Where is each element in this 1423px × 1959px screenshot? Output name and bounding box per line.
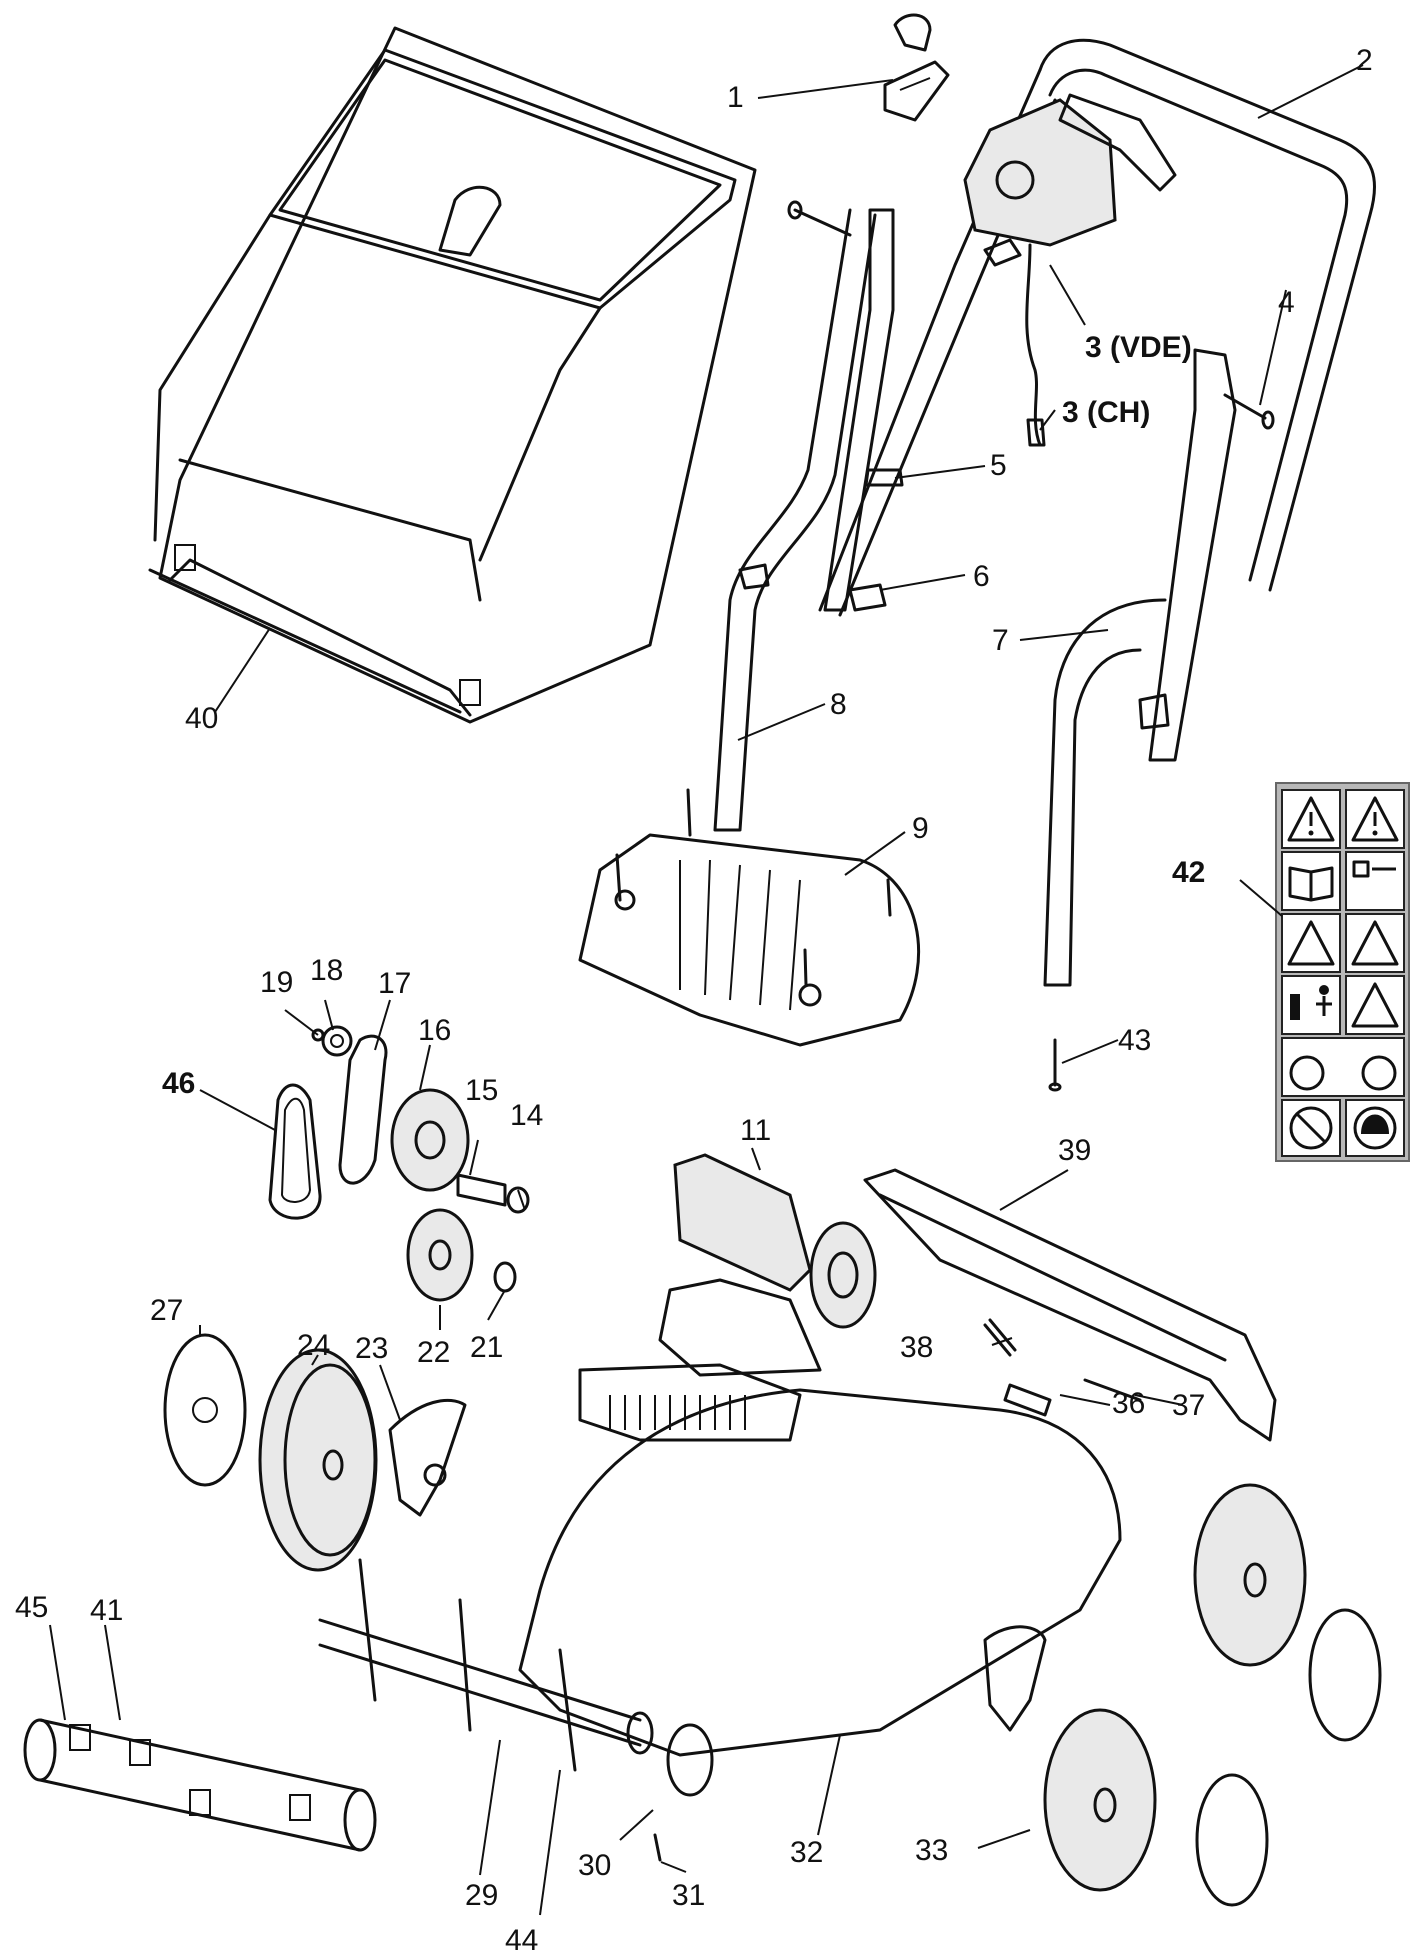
callout-31: 31 xyxy=(672,1879,705,1912)
wear-hearing-protection-icon xyxy=(1345,1099,1405,1157)
callout-40: 40 xyxy=(185,702,218,735)
part-27-hub-cap-right-front xyxy=(1195,1773,1269,1907)
part-32-housing xyxy=(518,1278,1122,1757)
part-18-19-pulley xyxy=(311,1025,353,1057)
part-37-pin xyxy=(1083,1378,1142,1402)
part-42-warning-label xyxy=(1275,782,1410,1162)
callout-8: 8 xyxy=(830,688,847,721)
callout-24: 24 xyxy=(297,1329,330,1362)
part-40-grass-catcher xyxy=(148,26,757,724)
callout-16: 16 xyxy=(418,1014,451,1047)
part-15-14-shaft xyxy=(456,1173,530,1214)
callout-3-ch: 3 (CH) xyxy=(1062,396,1150,429)
callout-39: 39 xyxy=(1058,1134,1091,1167)
part-24-wheel xyxy=(258,1348,378,1572)
part-11-motor xyxy=(673,1153,877,1329)
part-36-axle xyxy=(1003,1383,1052,1417)
callout-11: 11 xyxy=(740,1114,771,1147)
callout-14: 14 xyxy=(510,1099,543,1132)
part-43-screw xyxy=(1048,1038,1062,1092)
callout-1: 1 xyxy=(727,81,744,114)
callout-42: 42 xyxy=(1172,856,1205,889)
callout-36: 36 xyxy=(1112,1387,1145,1420)
part-16-gear xyxy=(390,1088,470,1192)
callout-15: 15 xyxy=(465,1074,498,1107)
cable-cut-hazard-icon xyxy=(1345,913,1405,973)
part-1-cable-hook xyxy=(883,13,950,122)
part-23-height-adjuster xyxy=(388,1398,467,1517)
warning-triangle-icon xyxy=(1345,789,1405,849)
part-27-hub-cap xyxy=(163,1333,247,1487)
part-38-spring xyxy=(983,1318,1017,1357)
part-2-upper-handle xyxy=(818,38,1377,617)
no-barefoot-icon xyxy=(1281,1099,1341,1157)
part-3-power-cable xyxy=(1025,243,1046,447)
callout-45: 45 xyxy=(15,1591,48,1624)
part-22-21-gear xyxy=(406,1208,517,1302)
callout-23: 23 xyxy=(355,1332,388,1365)
keep-bystanders-away-icon xyxy=(1281,913,1341,973)
part-5-6-middle-tube xyxy=(787,200,904,612)
part-39-rear-flap xyxy=(863,1168,1277,1442)
callout-46: 46 xyxy=(162,1067,195,1100)
part-8-lower-left-tube xyxy=(713,208,877,832)
callout-5: 5 xyxy=(990,449,1007,482)
rotating-blades-hazard-icon xyxy=(1345,975,1405,1035)
callout-18: 18 xyxy=(310,954,343,987)
callout-labels: 1 2 3 (VDE) 3 (CH) 4 5 6 7 8 9 11 14 15 … xyxy=(15,44,1373,1957)
callout-43: 43 xyxy=(1118,1024,1151,1057)
callout-30: 30 xyxy=(578,1849,611,1882)
callout-6: 6 xyxy=(973,560,990,593)
part-9-motor-cover xyxy=(578,788,921,1047)
callout-2: 2 xyxy=(1356,44,1373,77)
callout-4: 4 xyxy=(1278,286,1295,319)
part-7-lower-right-tube xyxy=(1043,348,1237,987)
part-27-hub-cap-right-rear xyxy=(1308,1608,1382,1742)
callout-44: 44 xyxy=(505,1924,538,1957)
callout-32: 32 xyxy=(790,1836,823,1869)
callout-9: 9 xyxy=(912,812,929,845)
callout-41: 41 xyxy=(90,1594,123,1627)
callout-27: 27 xyxy=(150,1294,183,1327)
callout-37: 37 xyxy=(1172,1389,1205,1422)
part-41-tine-roller xyxy=(23,1718,377,1852)
warning-triangle-icon xyxy=(1281,789,1341,849)
callout-7: 7 xyxy=(992,624,1009,657)
rotating-tines-hands-icon xyxy=(1281,1037,1405,1097)
unplug-before-maintenance-icon xyxy=(1345,851,1405,911)
callout-21: 21 xyxy=(470,1331,503,1364)
part-29-blade-roller xyxy=(318,1558,654,1772)
callout-33: 33 xyxy=(915,1834,948,1867)
callout-22: 22 xyxy=(417,1336,450,1369)
callout-17: 17 xyxy=(378,967,411,1000)
part-17-large-belt xyxy=(338,1034,388,1185)
part-30-31-bearing-screw xyxy=(653,1723,714,1862)
leader-lines xyxy=(49,64,1364,1916)
callout-19: 19 xyxy=(260,966,293,999)
read-manual-icon xyxy=(1281,851,1341,911)
part-46-small-belt xyxy=(268,1083,322,1220)
callout-29: 29 xyxy=(465,1879,498,1912)
part-24-rear-wheel-right xyxy=(1193,1483,1307,1667)
distance-from-machine-icon xyxy=(1281,975,1341,1035)
callout-38: 38 xyxy=(900,1331,933,1364)
part-33-height-adjuster-right xyxy=(983,1625,1047,1732)
part-24-front-wheel-right xyxy=(1043,1708,1157,1892)
callout-3-vde: 3 (VDE) xyxy=(1085,331,1192,364)
